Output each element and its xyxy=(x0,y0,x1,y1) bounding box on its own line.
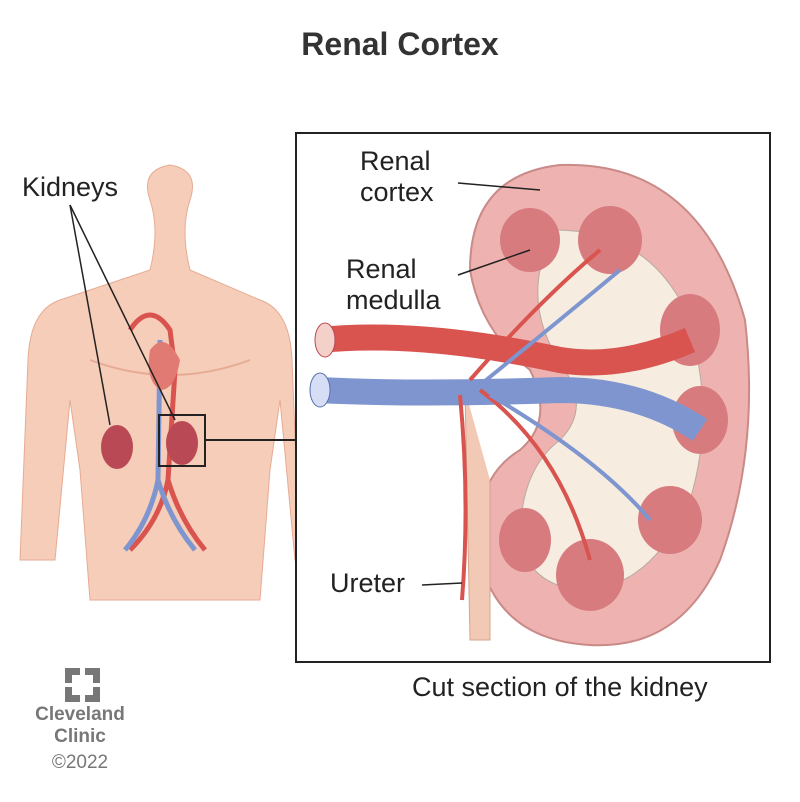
label-renal-medulla-line2: medulla xyxy=(346,285,441,315)
caption: Cut section of the kidney xyxy=(412,672,708,702)
left-kidney xyxy=(101,425,133,469)
right-kidney xyxy=(166,421,198,465)
cleveland-clinic-logo-icon xyxy=(65,668,100,702)
logo-line1: Cleveland xyxy=(35,704,125,725)
label-renal-medulla: Renal medulla xyxy=(346,254,441,316)
label-renal-cortex-line1: Renal xyxy=(360,146,431,176)
label-renal-cortex-line2: cortex xyxy=(360,177,434,207)
human-torso xyxy=(19,164,301,601)
page-title: Renal Cortex xyxy=(301,26,499,62)
label-kidneys: Kidneys xyxy=(22,172,119,202)
label-renal-medulla-line1: Renal xyxy=(346,254,417,284)
leader-lines xyxy=(421,182,541,586)
copyright: ©2022 xyxy=(51,752,109,773)
kidney-cross-section xyxy=(309,163,751,647)
logo-text: Cleveland Clinic xyxy=(30,704,130,748)
label-ureter: Ureter xyxy=(330,568,406,598)
label-renal-cortex: Renal cortex xyxy=(360,146,434,208)
logo-line2: Clinic xyxy=(54,726,106,747)
